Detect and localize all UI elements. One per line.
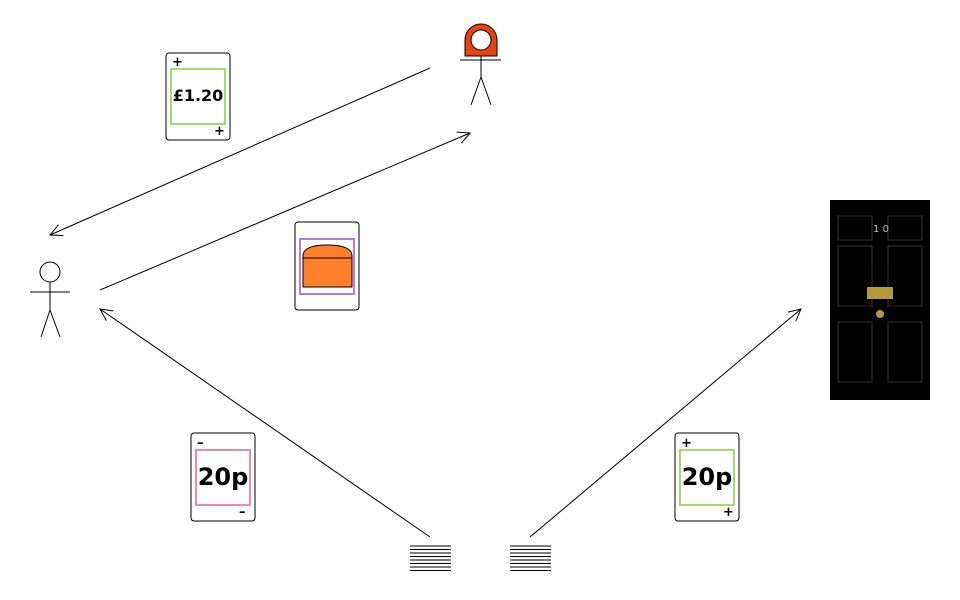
price-card-top: + £1.20 +: [165, 52, 231, 141]
arrow-ledger-to-door: [529, 309, 801, 538]
arrow-shopkeeper-to-customer: [50, 67, 431, 235]
card-sign-bottom: +: [723, 505, 734, 520]
door-number: 1 0: [873, 224, 889, 235]
bread-icon: [302, 244, 353, 288]
card-sign-top: +: [681, 436, 692, 451]
door-knob: [876, 310, 884, 318]
customer-figure: [30, 261, 70, 338]
card-amount: £1.20: [173, 86, 224, 105]
card-sign-bottom: –: [239, 505, 246, 520]
arrow-ledger-to-customer: [100, 309, 431, 538]
card-sign-top: +: [172, 55, 183, 70]
ledger-right: [510, 545, 551, 571]
coin-card-right: + 20p +: [674, 432, 740, 522]
black-door-icon: 1 0: [830, 200, 930, 400]
card-sign-top: –: [197, 436, 204, 451]
arrow-customer-to-shopkeeper: [99, 133, 470, 291]
coin-card-left: – 20p –: [190, 432, 256, 522]
ledger-left: [410, 545, 451, 571]
letterbox: [867, 287, 893, 299]
shopkeeper-figure: [460, 23, 501, 106]
card-amount: 20p: [198, 463, 249, 491]
bread-card: [294, 221, 360, 311]
card-amount: 20p: [682, 463, 733, 491]
card-sign-bottom: +: [214, 124, 225, 139]
